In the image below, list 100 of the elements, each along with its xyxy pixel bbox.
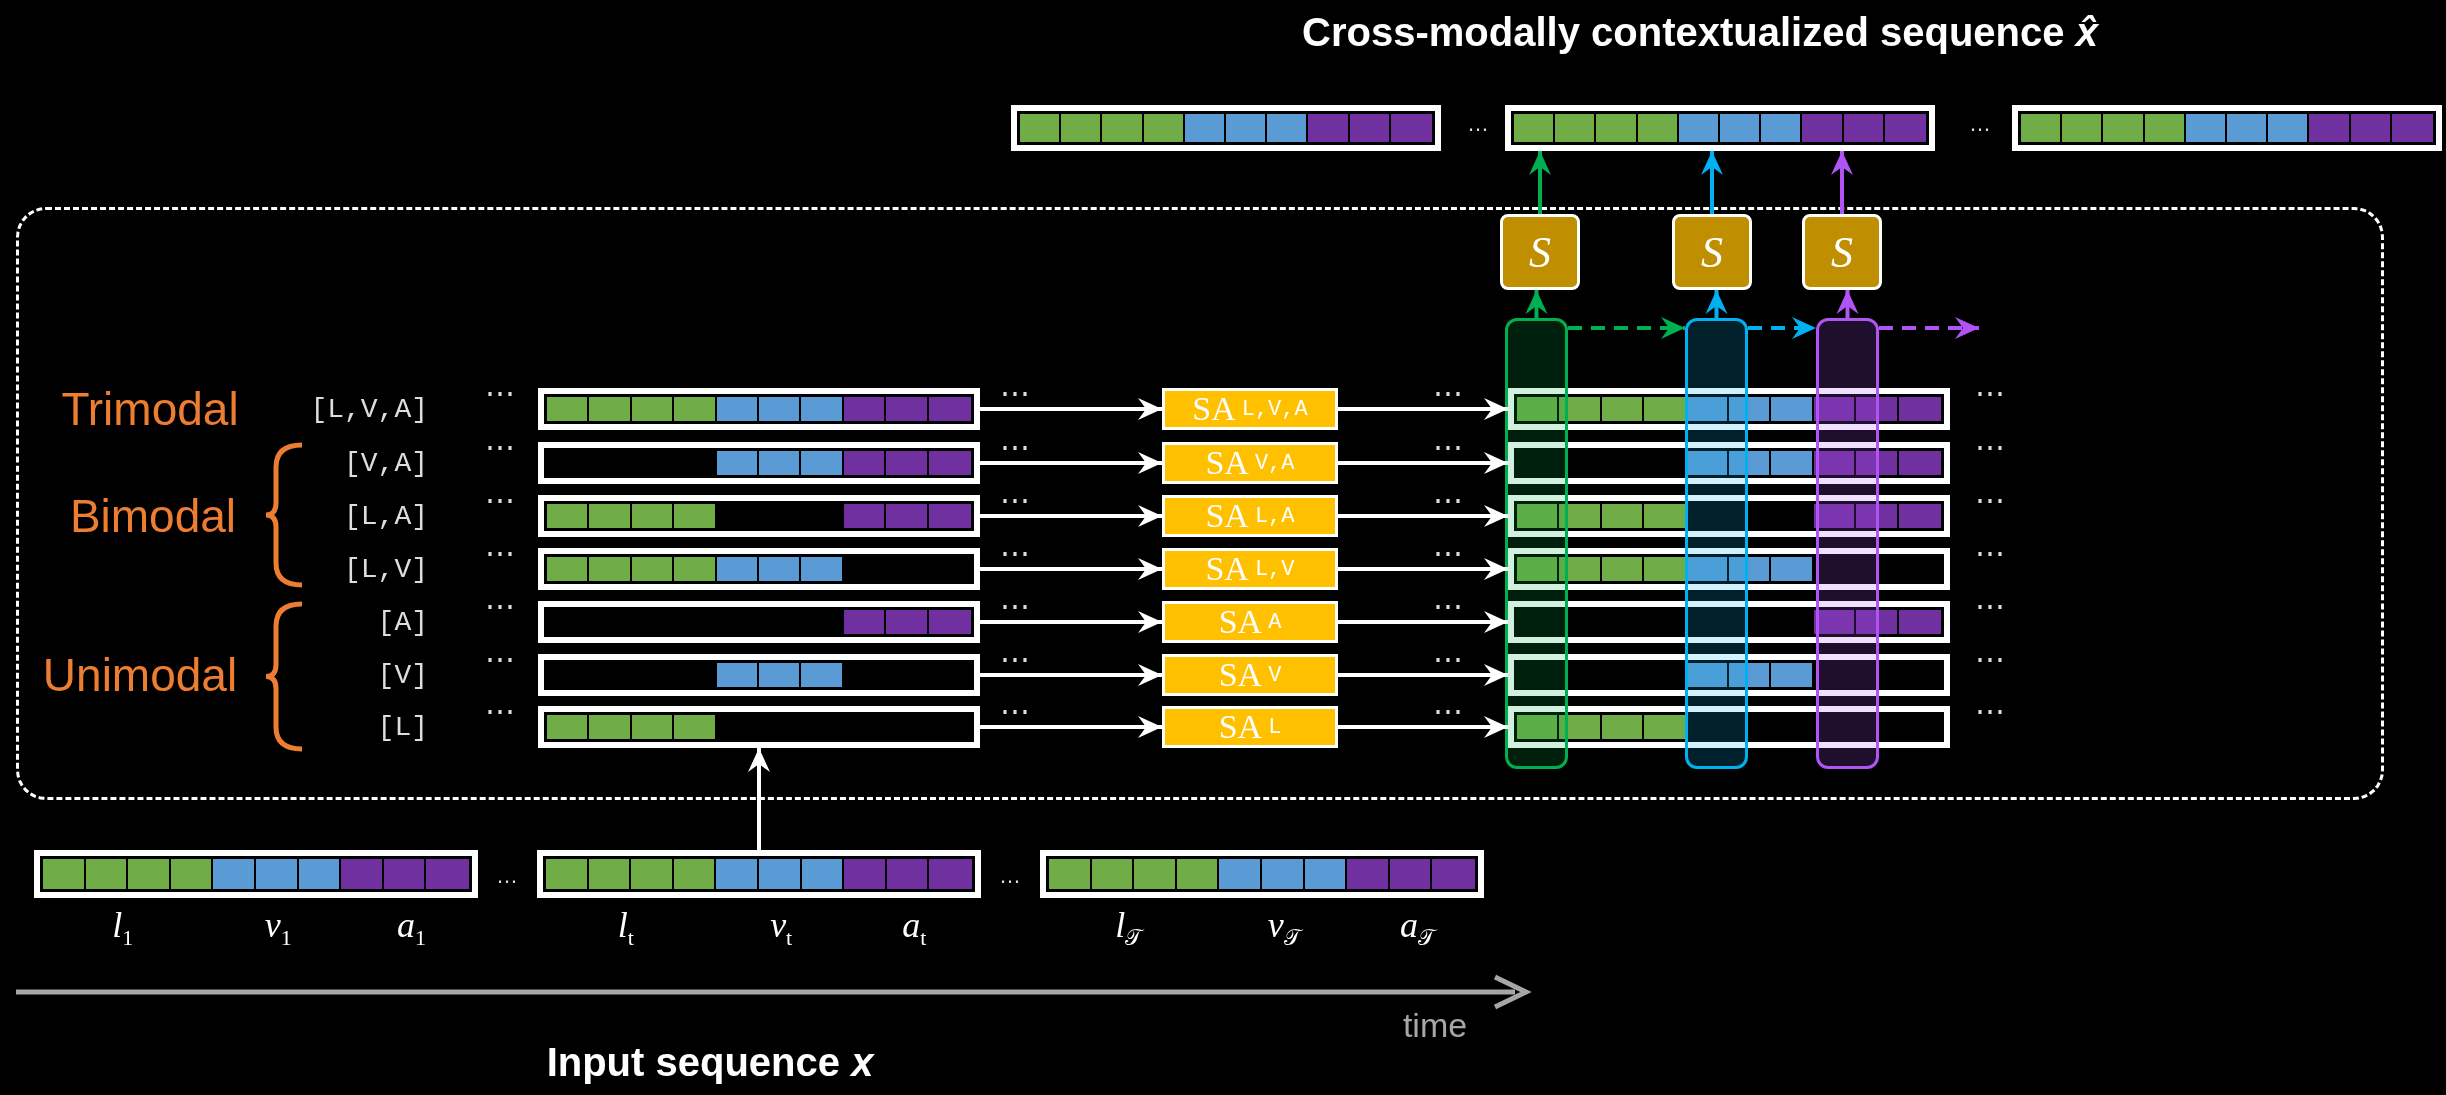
sequence-bar [538, 548, 980, 590]
modality-group-label: Unimodal [42, 648, 238, 702]
arrow [1529, 151, 1551, 214]
sequence-bar [34, 850, 478, 898]
operator-box: S [1672, 214, 1752, 290]
token-label: a$_{t}$ [902, 904, 927, 952]
arrow [1338, 611, 1508, 633]
arrow [980, 716, 1162, 738]
ellipsis: ⋯ [1433, 600, 1463, 612]
sequence-bar [538, 601, 980, 643]
sequence-bar [1505, 105, 1935, 151]
arrow [980, 452, 1162, 474]
modality-tag: [V,A] [344, 447, 428, 479]
modality-tag: [V] [377, 659, 428, 691]
ellipsis: ⋯ [1975, 441, 2005, 453]
arrow [1525, 290, 1548, 318]
sequence-bar [1508, 654, 1950, 696]
ellipsis: … [496, 863, 518, 889]
sequence-bar [1011, 105, 1441, 151]
ellipsis: ⋯ [1975, 547, 2005, 559]
arrow [980, 398, 1162, 420]
sequence-bar [538, 442, 980, 484]
ellipsis: ⋯ [485, 441, 515, 453]
sequence-bar [538, 495, 980, 537]
ellipsis: ⋯ [1000, 653, 1030, 665]
arrow [1879, 317, 1979, 339]
ellipsis: … [999, 863, 1021, 889]
column-highlight [1505, 318, 1568, 769]
ellipsis: ⋯ [1000, 600, 1030, 612]
arrow [980, 611, 1162, 633]
arrow [1338, 716, 1508, 738]
token-label: l$_{t}$ [617, 904, 634, 952]
column-highlight [1816, 318, 1879, 769]
token-label: l$_{1}$ [112, 904, 134, 952]
modality-tag: [L,V] [344, 553, 428, 585]
operator-box: S [1802, 214, 1882, 290]
sequence-bar [1508, 601, 1950, 643]
sequence-bar [2012, 105, 2442, 151]
modality-tag: [A] [377, 606, 428, 638]
ellipsis: ⋯ [1433, 547, 1463, 559]
ellipsis: ⋯ [485, 600, 515, 612]
ellipsis: ⋯ [1000, 705, 1030, 717]
ellipsis: ⋯ [1000, 387, 1030, 399]
sequence-bar [538, 388, 980, 430]
ellipsis: … [1969, 111, 1991, 137]
token-label: l$_{𝒯}$ [1115, 904, 1143, 952]
arrow [1705, 290, 1728, 318]
arrow [980, 558, 1162, 580]
arrow [1568, 317, 1685, 339]
ellipsis: ⋯ [1000, 547, 1030, 559]
modality-tag: [L,A] [344, 500, 428, 532]
arrow [1338, 452, 1508, 474]
figure-caption: Input sequence x [546, 1040, 874, 1085]
ellipsis: ⋯ [1433, 494, 1463, 506]
dashed-frame [16, 207, 2384, 800]
sequence-bar [538, 654, 980, 696]
token-label: a$_{𝒯}$ [1399, 904, 1435, 952]
sequence-bar [1508, 442, 1950, 484]
arrow [1748, 317, 1816, 339]
sequence-bar [538, 706, 980, 748]
ellipsis: ⋯ [1000, 441, 1030, 453]
arrow [1836, 290, 1859, 318]
figure-title: Cross-modally contextualized sequence x̂ [1302, 10, 2098, 55]
ellipsis: ⋯ [485, 653, 515, 665]
arrow [1338, 664, 1508, 686]
ellipsis: ⋯ [485, 705, 515, 717]
arrow [748, 748, 770, 850]
arrow [1338, 398, 1508, 420]
ellipsis: ⋯ [485, 547, 515, 559]
sequence-bar [1040, 850, 1484, 898]
operator-box: S [1500, 214, 1580, 290]
ellipsis: ⋯ [1975, 387, 2005, 399]
ellipsis: ⋯ [485, 494, 515, 506]
ellipsis: ⋯ [1000, 494, 1030, 506]
ellipsis: ⋯ [1975, 653, 2005, 665]
sequence-bar [1508, 706, 1950, 748]
axis-label: time [1402, 1005, 1468, 1045]
ellipsis: ⋯ [1975, 705, 2005, 717]
token-label: v$_{t}$ [770, 904, 793, 952]
arrow [1338, 558, 1508, 580]
ellipsis: … [1467, 111, 1489, 137]
ellipsis: ⋯ [1975, 494, 2005, 506]
sequence-bar [1508, 388, 1950, 430]
column-highlight [1685, 318, 1748, 769]
modality-group-label: Trimodal [61, 382, 239, 436]
arrow [980, 505, 1162, 527]
ellipsis: ⋯ [1433, 441, 1463, 453]
modality-group-label: Bimodal [69, 489, 237, 543]
ellipsis: ⋯ [485, 387, 515, 399]
sequence-bar [1508, 548, 1950, 590]
ellipsis: ⋯ [1975, 600, 2005, 612]
arrow [980, 664, 1162, 686]
arrow [1701, 151, 1723, 214]
sequence-bar [1508, 495, 1950, 537]
ellipsis: ⋯ [1433, 705, 1463, 717]
token-label: v$_{𝒯}$ [1267, 904, 1301, 952]
token-label: a$_{1}$ [396, 904, 426, 952]
ellipsis: ⋯ [1433, 653, 1463, 665]
ellipsis: ⋯ [1433, 387, 1463, 399]
modality-tag: [L,V,A] [310, 393, 428, 425]
